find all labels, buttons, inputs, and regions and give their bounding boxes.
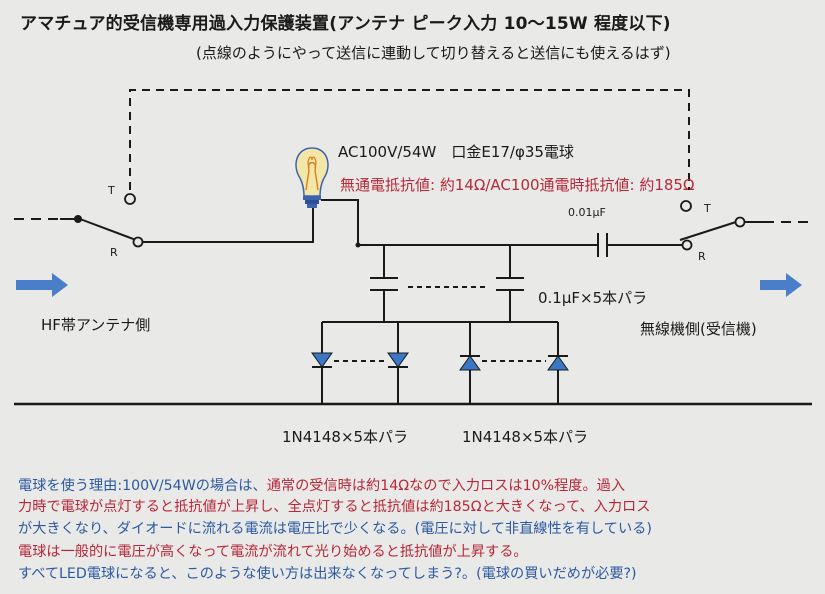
diode-1-triangle [311,352,333,368]
right-switch-r-contact [681,239,693,251]
page-title: アマチュア的受信機専用過入力保護装置(アンテナ ピーク入力 10～15W 程度以… [20,14,671,34]
diode-bank-1-label: 1N4148×5本パラ [282,428,409,446]
right-switch-arm [679,221,737,241]
left-switch-t-label: T [108,184,115,197]
left-switch-pivot [74,215,82,223]
note-line-1: 電球を使う理由:100V/54Wの場合は、通常の受信時は約14Ωなので入力ロスは… [18,475,625,495]
diode-2-triangle [387,352,409,368]
note-line-4: 電球は一般的に電圧が高くなって電流が流れて光り始めると抵抗値が上昇する。 [18,544,528,560]
wire-switch-to-lamp [136,214,314,243]
diode-3-triangle [459,355,481,371]
right-switch-pivot [734,216,746,228]
diode-bank-2-label: 1N4148×5本パラ [462,428,589,446]
subtitle-note: (点線のようにやって送信に連動して切り替えると送信にも使えるはず) [196,44,671,62]
lamp-spec-label: AC100V/54W 口金E17/φ35電球 [338,143,574,161]
right-switch-r-label: R [698,250,706,263]
note-line-2: 力時で電球が点灯すると抵抗値が上昇し、全点灯すると抵抗値は約185Ωと大きくなっ… [18,499,651,515]
note-line-1-lead: 電球を使う理由:100V/54Wの場合は、 [18,478,267,494]
wire-lamp-to-bus [326,199,359,245]
dashed-control-link [129,89,690,190]
light-bulb-icon [295,147,329,214]
note-line-5: すべてLED電球になると、このような使い方は出来なくなってしまう?。(電球の買い… [18,566,637,582]
series-capacitor-label: 0.01μF [568,206,606,219]
antenna-side-label: HF帯アンテナ側 [41,316,151,334]
receiver-side-label: 無線機側(受信機) [640,320,757,338]
right-switch-t-contact [680,200,692,212]
capacitor-bank-label: 0.1μF×5本パラ [538,289,648,307]
lamp-resistance-label: 無通電抵抗値: 約14Ω/AC100通電時抵抗値: 約185Ω [340,176,695,194]
right-switch-t-label: T [704,202,711,215]
output-arrow-icon [760,273,802,297]
left-switch-r-contact [132,236,144,248]
note-line-1-rest: 通常の受信時は約14Ωなので入力ロスは10%程度。過入 [266,478,626,494]
diode-4-triangle [547,355,569,371]
input-arrow-icon [16,273,68,297]
junction-node-lamp [355,242,361,248]
left-switch-arm [79,218,137,241]
left-switch-t-contact [124,193,136,205]
left-switch-r-label: R [110,246,118,259]
note-line-3: が大きくなり、ダイオードに流れる電流は電圧比で少くなる。(電圧に対して非直線性を… [18,521,652,537]
